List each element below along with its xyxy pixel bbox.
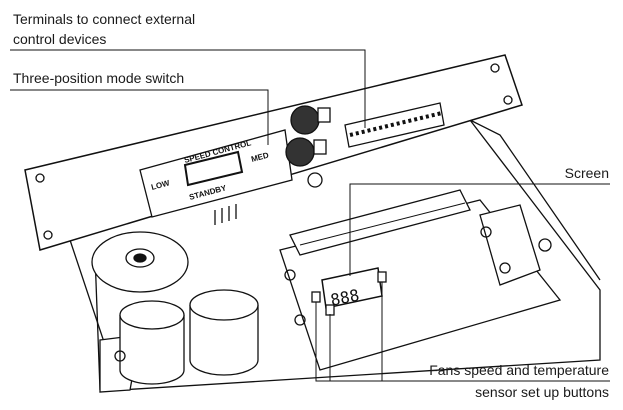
callout-mode-switch: Three-position mode switch — [13, 70, 185, 86]
leader-lines — [10, 49, 610, 382]
knobs — [285, 105, 331, 188]
callout-buttons-line2: sensor set up buttons — [475, 384, 609, 400]
terminal-block — [344, 102, 445, 148]
transformer — [91, 231, 189, 293]
callout-terminals-line1: Terminals to connect external — [13, 11, 196, 27]
capacitor-right — [189, 289, 259, 376]
capacitor-left — [119, 300, 185, 385]
callout-terminals-line2: control devices — [13, 31, 107, 47]
callout-buttons-line1: Fans speed and temperature — [429, 362, 609, 378]
callout-screen: Screen — [564, 165, 609, 181]
